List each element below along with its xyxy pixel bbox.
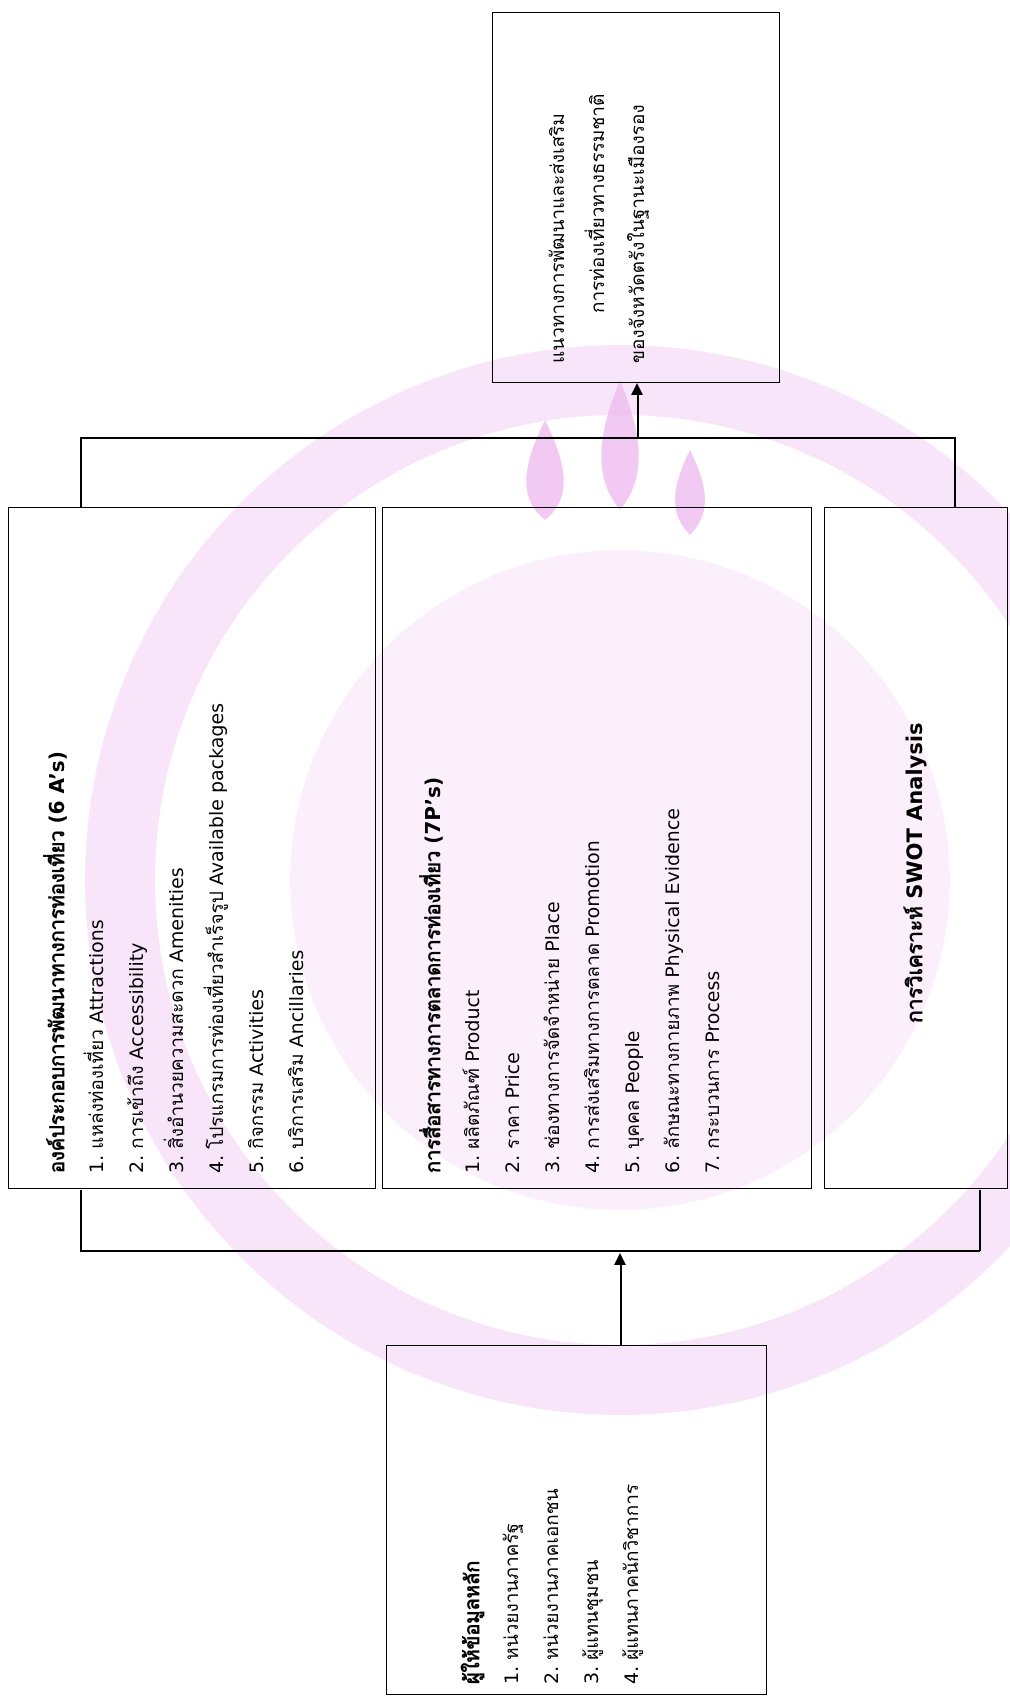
seven-ps-item-1: 1. ผลิตภัณฑ์ Product (462, 989, 484, 1173)
arrow-up-to-output (637, 394, 639, 437)
output-line-3: ของจังหวัดตรังในฐานะเมืองรอง (627, 104, 649, 363)
six-as-title: องค์ประกอบการพัฒนาทางการท่องเที่ยว (6 A’… (45, 751, 69, 1173)
output-text: แนวทางการพัฒนาและส่งเสริม การท่องเที่ยวท… (538, 94, 658, 363)
six-as-item-4: 4. โปรแกรมการท่องเที่ยวสำเร็จรูป Availab… (206, 702, 228, 1173)
arrow-up-from-informants (620, 1265, 622, 1345)
informants-item-1: 1. หน่วยงานภาครัฐ (501, 1522, 523, 1684)
output-box: แนวทางการพัฒนาและส่งเสริม การท่องเที่ยวท… (492, 12, 780, 383)
seven-ps-box: การสื่อสารทางการตลาดการท่องเที่ยว (7P’s)… (382, 507, 812, 1189)
six-as-item-5: 5. กิจกรรม Activities (246, 989, 268, 1173)
informants-box: ผู้ให้ข้อมูลหลัก 1. หน่วยงานภาครัฐ 2. หน… (386, 1345, 767, 1695)
informants-title: ผู้ให้ข้อมูลหลัก (460, 1560, 484, 1684)
swot-text: การวิเคราะห์ SWOT Analysis (895, 722, 935, 1023)
seven-ps-text: การสื่อสารทางการตลาดการท่องเที่ยว (7P’s)… (413, 777, 733, 1173)
informants-item-4: 4. ผู้แทนภาคนักวิชาการ (621, 1483, 643, 1684)
six-as-box: องค์ประกอบการพัฒนาทางการท่องเที่ยว (6 A’… (8, 507, 376, 1189)
output-line-1: แนวทางการพัฒนาและส่งเสริม (547, 113, 569, 363)
seven-ps-item-5: 5. บุคคล People (622, 1030, 644, 1173)
bracket-top-right-tick (954, 437, 956, 507)
bracket-bottom-line (80, 1250, 980, 1252)
swot-box: การวิเคราะห์ SWOT Analysis (824, 507, 1008, 1189)
informants-item-2: 2. หน่วยงานภาคเอกชน (541, 1488, 563, 1684)
seven-ps-item-3: 3. ช่องทางการจัดจำหน่าย Place (542, 901, 564, 1173)
seven-ps-item-7: 7. กระบวนการ Process (702, 970, 724, 1173)
seven-ps-title: การสื่อสารทางการตลาดการท่องเที่ยว (7P’s) (421, 776, 445, 1173)
bracket-bottom-right-tick (979, 1190, 981, 1251)
informants-text: ผู้ให้ข้อมูลหลัก 1. หน่วยงานภาครัฐ 2. หน… (452, 1484, 652, 1684)
seven-ps-item-6: 6. ลักษณะทางกายภาพ Physical Evidence (662, 808, 684, 1173)
seven-ps-item-4: 4. การส่งเสริมทางการตลาด Promotion (582, 840, 604, 1173)
seven-ps-item-2: 2. ราคา Price (502, 1052, 524, 1173)
six-as-item-1: 1. แหล่งท่องเที่ยว Attractions (86, 919, 108, 1173)
six-as-item-2: 2. การเข้าถึง Accessibility (126, 942, 148, 1173)
six-as-item-3: 3. สิ่งอำนวยความสะดวก Amenities (166, 867, 188, 1173)
swot-title: การวิเคราะห์ SWOT Analysis (903, 722, 927, 1023)
six-as-text: องค์ประกอบการพัฒนาทางการท่องเที่ยว (6 A’… (37, 703, 317, 1173)
bracket-top-left-tick (80, 437, 82, 507)
arrow-head-upper (631, 383, 643, 395)
arrow-head-lower (614, 1253, 626, 1265)
bracket-top-line (80, 437, 955, 439)
bracket-bottom-left-tick (80, 1190, 82, 1251)
informants-item-3: 3. ผู้แทนชุมชน (581, 1559, 603, 1684)
output-line-2: การท่องเที่ยวทางธรรมชาติ (587, 93, 609, 313)
six-as-item-6: 6. บริการเสริม Ancillaries (286, 949, 308, 1173)
